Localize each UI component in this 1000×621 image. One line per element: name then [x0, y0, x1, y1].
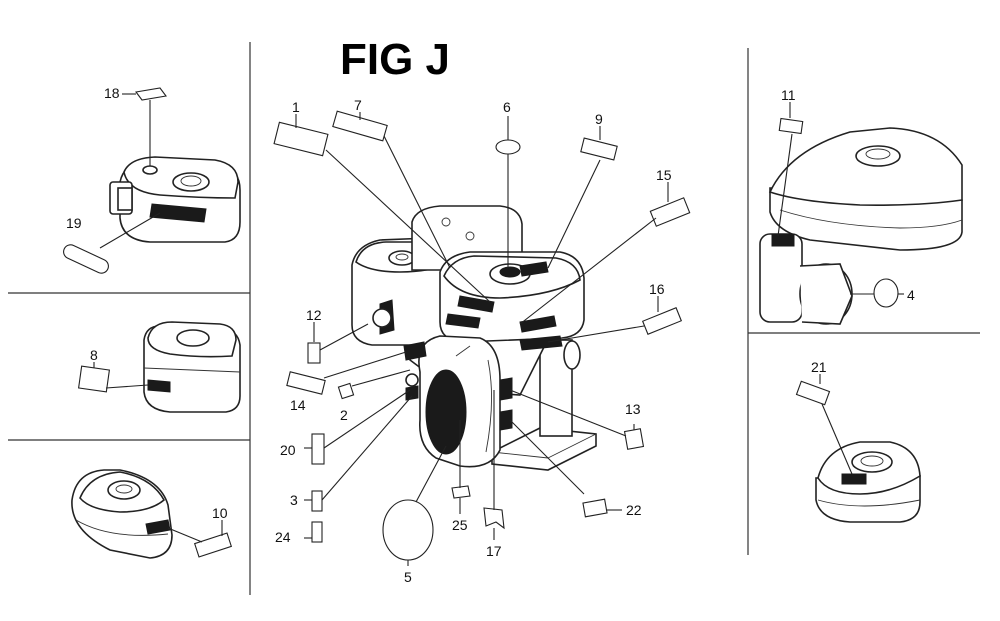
- label-18: [135, 87, 167, 101]
- label-7: [332, 110, 388, 142]
- callout-21: 21: [811, 359, 827, 375]
- label-12: [307, 342, 321, 364]
- label-10: [193, 532, 233, 558]
- callout-6: 6: [503, 99, 511, 115]
- label-17: [483, 507, 505, 530]
- callout-2: 2: [340, 407, 348, 423]
- fuel-tank-variant-a: [109, 156, 241, 243]
- callout-10: 10: [212, 505, 228, 521]
- callout-22: 22: [626, 502, 642, 518]
- label-8: [77, 365, 111, 393]
- callout-numbers: 1 7 6 9 15 16 12 14 2 20 3 24 5 25 17 13…: [66, 85, 915, 585]
- label-11: [778, 117, 804, 135]
- figure-title: FIG J: [340, 35, 450, 84]
- label-21: [795, 380, 831, 406]
- label-1: [273, 121, 329, 157]
- fuel-tank-variant-e: [815, 441, 921, 523]
- label-5: [382, 499, 434, 561]
- label-25: [451, 485, 471, 499]
- fuel-tank-variant-b: [143, 321, 241, 413]
- label-9: [580, 137, 618, 161]
- callout-4: 4: [907, 287, 915, 303]
- label-6: [495, 139, 521, 155]
- label-14: [286, 371, 326, 395]
- callout-9: 9: [595, 111, 603, 127]
- callout-11: 11: [781, 87, 796, 103]
- callout-5: 5: [404, 569, 412, 585]
- label-16: [641, 307, 683, 335]
- label-24: [311, 521, 323, 543]
- label-19: [63, 244, 109, 274]
- callout-1: 1: [292, 99, 300, 115]
- leader-lines: [295, 112, 669, 566]
- label-2: [337, 382, 355, 400]
- engine-assembly: [351, 205, 597, 471]
- label-4: [873, 278, 899, 308]
- callout-13: 13: [625, 401, 641, 417]
- fuel-tank-variant-c: [71, 469, 173, 559]
- callout-7: 7: [354, 97, 362, 113]
- label-13: [623, 428, 645, 450]
- panel-dividers: [8, 42, 980, 595]
- fuel-tank-variant-d: [759, 127, 963, 325]
- label-15: [649, 197, 691, 227]
- callout-15: 15: [656, 167, 672, 183]
- callout-14: 14: [290, 397, 306, 413]
- callout-17: 17: [486, 543, 502, 559]
- callout-8: 8: [90, 347, 98, 363]
- label-20: [311, 433, 325, 465]
- label-3: [311, 490, 323, 512]
- label-22: [582, 498, 608, 518]
- callout-18: 18: [104, 85, 120, 101]
- callout-3: 3: [290, 492, 298, 508]
- callout-16: 16: [649, 281, 665, 297]
- callout-25: 25: [452, 517, 468, 533]
- callout-20: 20: [280, 442, 296, 458]
- callout-24: 24: [275, 529, 291, 545]
- callout-12: 12: [306, 307, 322, 323]
- callout-19: 19: [66, 215, 82, 231]
